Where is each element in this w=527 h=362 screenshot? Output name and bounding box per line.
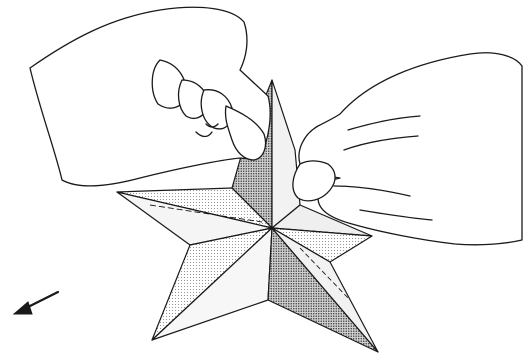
left-hand — [30, 7, 270, 186]
direction-arrow-icon — [14, 292, 58, 314]
star-top-point-right-facet — [272, 80, 300, 228]
right-hand-palm — [299, 53, 522, 245]
left-hand-palm — [30, 7, 270, 186]
right-hand — [293, 53, 522, 245]
